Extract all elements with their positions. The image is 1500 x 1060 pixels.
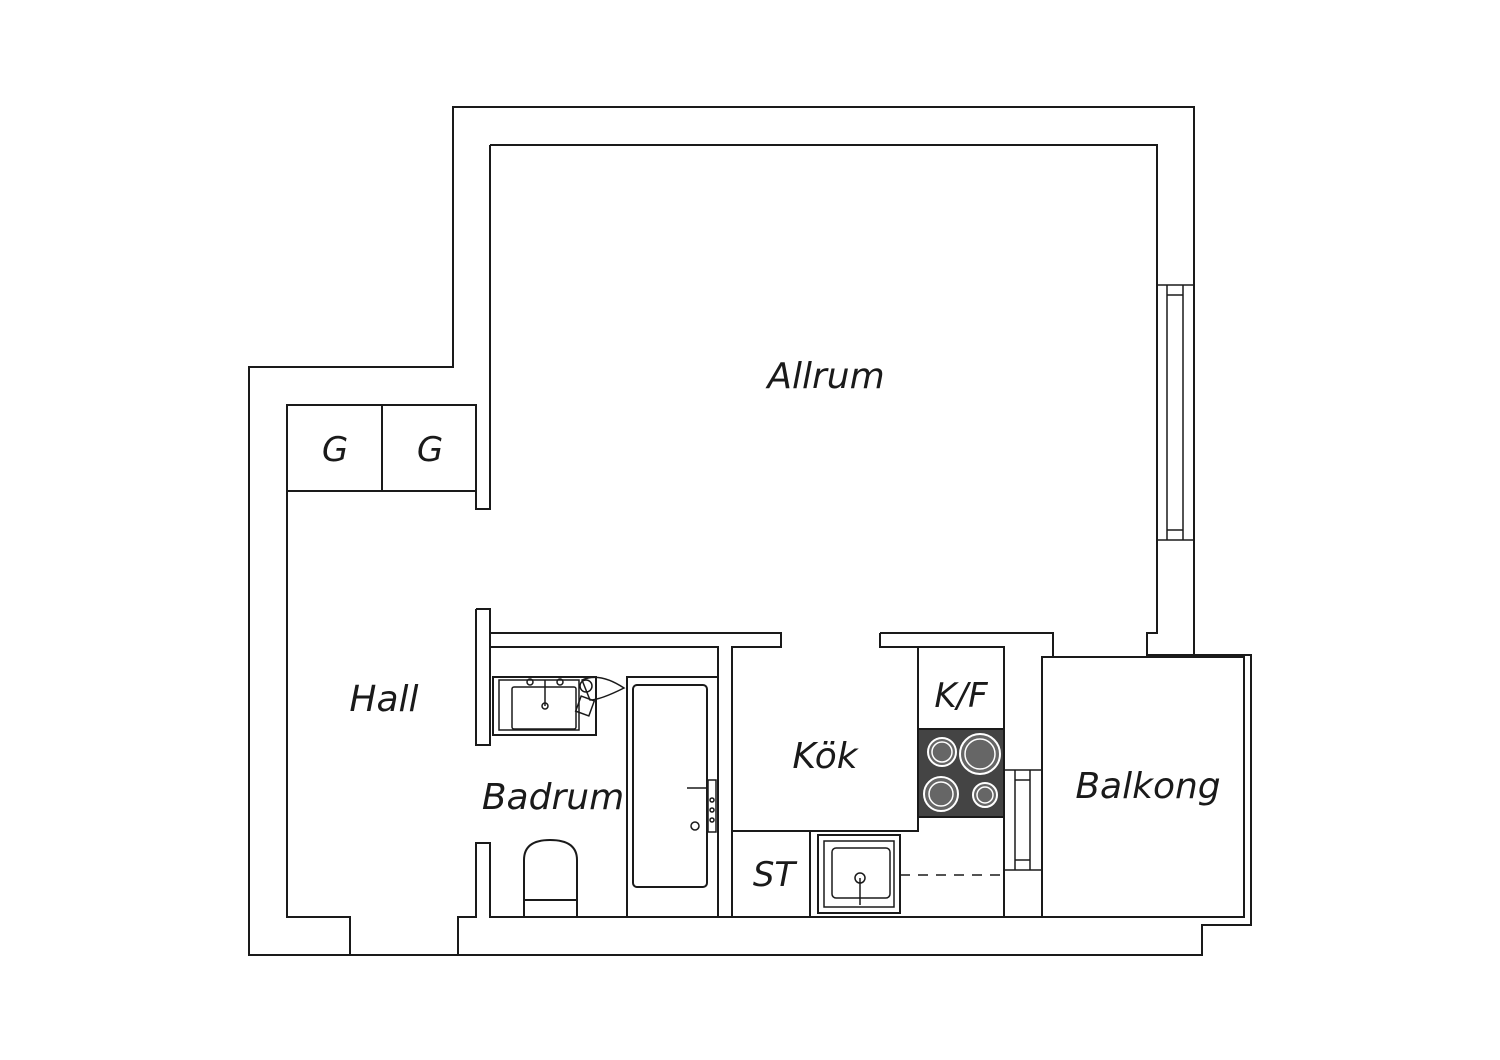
window-allrum <box>1156 284 1195 541</box>
bathtub <box>626 676 719 918</box>
balcony <box>1003 656 1245 918</box>
outer-walls <box>248 106 1252 956</box>
room-label-hall: Hall <box>349 679 418 720</box>
wardrobe-label-1: G <box>322 430 348 470</box>
wardrobe-label-2: G <box>417 430 443 470</box>
room-label-balkong: Balkong <box>1075 766 1220 807</box>
room-label-allrum: Allrum <box>765 356 884 397</box>
room-label-kok: Kök <box>792 736 859 777</box>
wardrobes <box>286 404 477 492</box>
bathroom-fan <box>574 676 626 717</box>
toilet <box>523 838 578 918</box>
room-label-badrum: Badrum <box>482 777 624 818</box>
kitchen-sink-icon <box>817 834 1004 914</box>
hob-icon <box>917 728 1005 818</box>
bathroom-sink <box>492 676 597 736</box>
room-label-st: ST <box>753 855 798 895</box>
room-label-kf: K/F <box>934 676 988 716</box>
